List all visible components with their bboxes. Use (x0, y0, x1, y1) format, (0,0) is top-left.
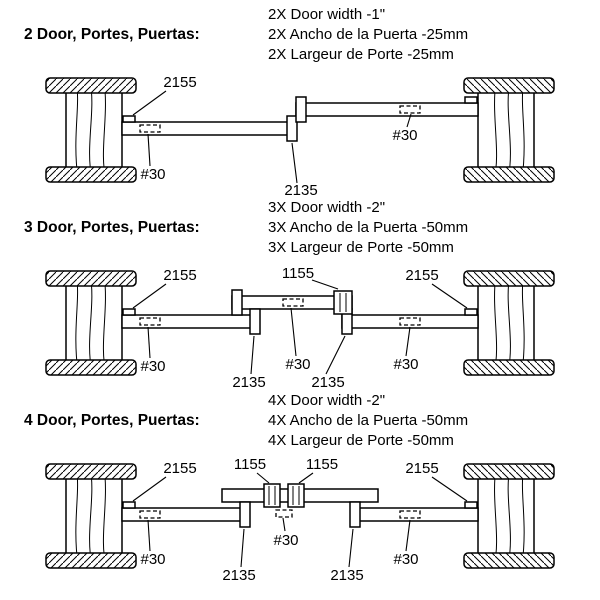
bracket-2135-upper (295, 96, 307, 123)
label-2135-left: 2135 (232, 374, 265, 391)
spec-line-es: 3X Ancho de la Puerta -50mm (268, 219, 469, 236)
label-30-center: #30 (285, 356, 310, 373)
label-1155-left: 1155 (234, 456, 266, 473)
spec-lines: 3X Door width -2" 3X Ancho de la Puerta … (268, 198, 600, 258)
section-4-door-header: 4 Door, Portes, Puertas: 4X Door width -… (0, 391, 600, 451)
spec-lines: 2X Door width -1" 2X Ancho de la Puerta … (268, 5, 600, 65)
label-2135-left: 2135 (222, 567, 255, 584)
aligner-rails (121, 483, 479, 528)
right-rail (295, 102, 479, 117)
bracket-2135-left (239, 501, 251, 528)
leader-lines (132, 472, 468, 568)
aligner-rails (121, 96, 479, 142)
bracket-2135-right (349, 501, 361, 528)
label-2135-right: 2135 (311, 374, 344, 391)
spec-line-en: 3X Door width -2" (268, 199, 386, 216)
spec-line-fr: 3X Largeur de Porte -50mm (268, 239, 454, 256)
connector-1155-right (287, 483, 305, 508)
label-30-right: #30 (393, 551, 418, 568)
clip-2155-left (122, 115, 136, 123)
label-30-left: #30 (140, 166, 165, 183)
screw-clips (139, 509, 421, 519)
section-2-door: 2 Door, Portes, Puertas: 2X Door width -… (0, 5, 600, 198)
label-1155-right: 1155 (306, 456, 338, 473)
section-heading: 4 Door, Portes, Puertas: (24, 412, 200, 429)
label-2155-right: 2155 (405, 267, 438, 284)
part-labels: 2155 #30 2135 #30 (140, 74, 417, 198)
bracket-center-left (231, 289, 243, 316)
section-4-door: 4 Door, Portes, Puertas: 4X Door width -… (0, 391, 600, 584)
part-labels: 2155 1155 2155 #30 2135 #30 2135 #30 (140, 265, 438, 391)
diagram-2-door: 2155 #30 2135 #30 (45, 74, 555, 198)
section-heading: 3 Door, Portes, Puertas: (24, 219, 200, 236)
spec-line-fr: 4X Largeur de Porte -50mm (268, 432, 454, 449)
label-2155-right: 2155 (405, 460, 438, 477)
diagram-4-door: 2155 1155 1155 2155 #30 2135 #30 2135 #3… (45, 456, 555, 584)
screw-clips (139, 105, 421, 133)
connector-1155 (333, 290, 353, 315)
bracket-2135-left (249, 308, 261, 335)
leader-lines (132, 90, 412, 184)
right-rail (351, 507, 479, 522)
spec-line-fr: 2X Largeur de Porte -25mm (268, 46, 454, 63)
part-labels: 2155 1155 1155 2155 #30 2135 #30 2135 #3… (140, 456, 438, 584)
label-2155-left: 2155 (163, 267, 196, 284)
label-30-center: #30 (273, 532, 298, 549)
screw-30-left (139, 124, 161, 133)
screw-30-right (399, 317, 421, 326)
section-2-door-header: 2 Door, Portes, Puertas: 2X Door width -… (0, 5, 600, 65)
clip-2155-left (122, 501, 136, 509)
label-30-left: #30 (140, 551, 165, 568)
right-door-post (463, 77, 555, 183)
spec-lines: 4X Door width -2" 4X Ancho de la Puerta … (268, 391, 600, 451)
clip-2155-right (464, 308, 478, 316)
spec-line-es: 4X Ancho de la Puerta -50mm (268, 412, 469, 429)
clip-2155-right (464, 501, 478, 509)
label-2135: 2135 (284, 182, 317, 198)
connector-1155-left (263, 483, 281, 508)
section-3-door-header: 3 Door, Portes, Puertas: 3X Door width -… (0, 198, 600, 258)
left-rail (121, 314, 259, 329)
screw-30-left (139, 510, 161, 519)
screw-clips (139, 298, 421, 326)
spec-line-en: 4X Door width -2" (268, 392, 386, 409)
left-rail (121, 121, 297, 136)
label-2135-right: 2135 (330, 567, 363, 584)
screw-30-center (275, 509, 293, 518)
screw-30-left (139, 317, 161, 326)
clip-2155-left (122, 308, 136, 316)
section-heading: 2 Door, Portes, Puertas: (24, 26, 200, 43)
label-1155: 1155 (282, 265, 314, 282)
left-rail (121, 507, 249, 522)
diagram-3-door: 2155 1155 2155 #30 2135 #30 2135 #30 (45, 265, 555, 391)
label-30-left: #30 (140, 358, 165, 375)
label-2155-left: 2155 (163, 460, 196, 477)
label-30-right: #30 (393, 356, 418, 373)
leader-lines (132, 279, 468, 375)
screw-30-center (282, 298, 304, 307)
screw-30-right (399, 510, 421, 519)
aligner-rails (121, 289, 479, 335)
clip-2155-right (464, 96, 478, 104)
section-3-door: 3 Door, Portes, Puertas: 3X Door width -… (0, 198, 600, 391)
spec-line-en: 2X Door width -1" (268, 6, 386, 23)
label-2155-left: 2155 (163, 74, 196, 91)
screw-30-right (399, 105, 421, 114)
bracket-2135 (286, 115, 298, 142)
spec-line-es: 2X Ancho de la Puerta -25mm (268, 26, 469, 43)
label-30-right: #30 (392, 127, 417, 144)
right-rail (341, 314, 479, 329)
